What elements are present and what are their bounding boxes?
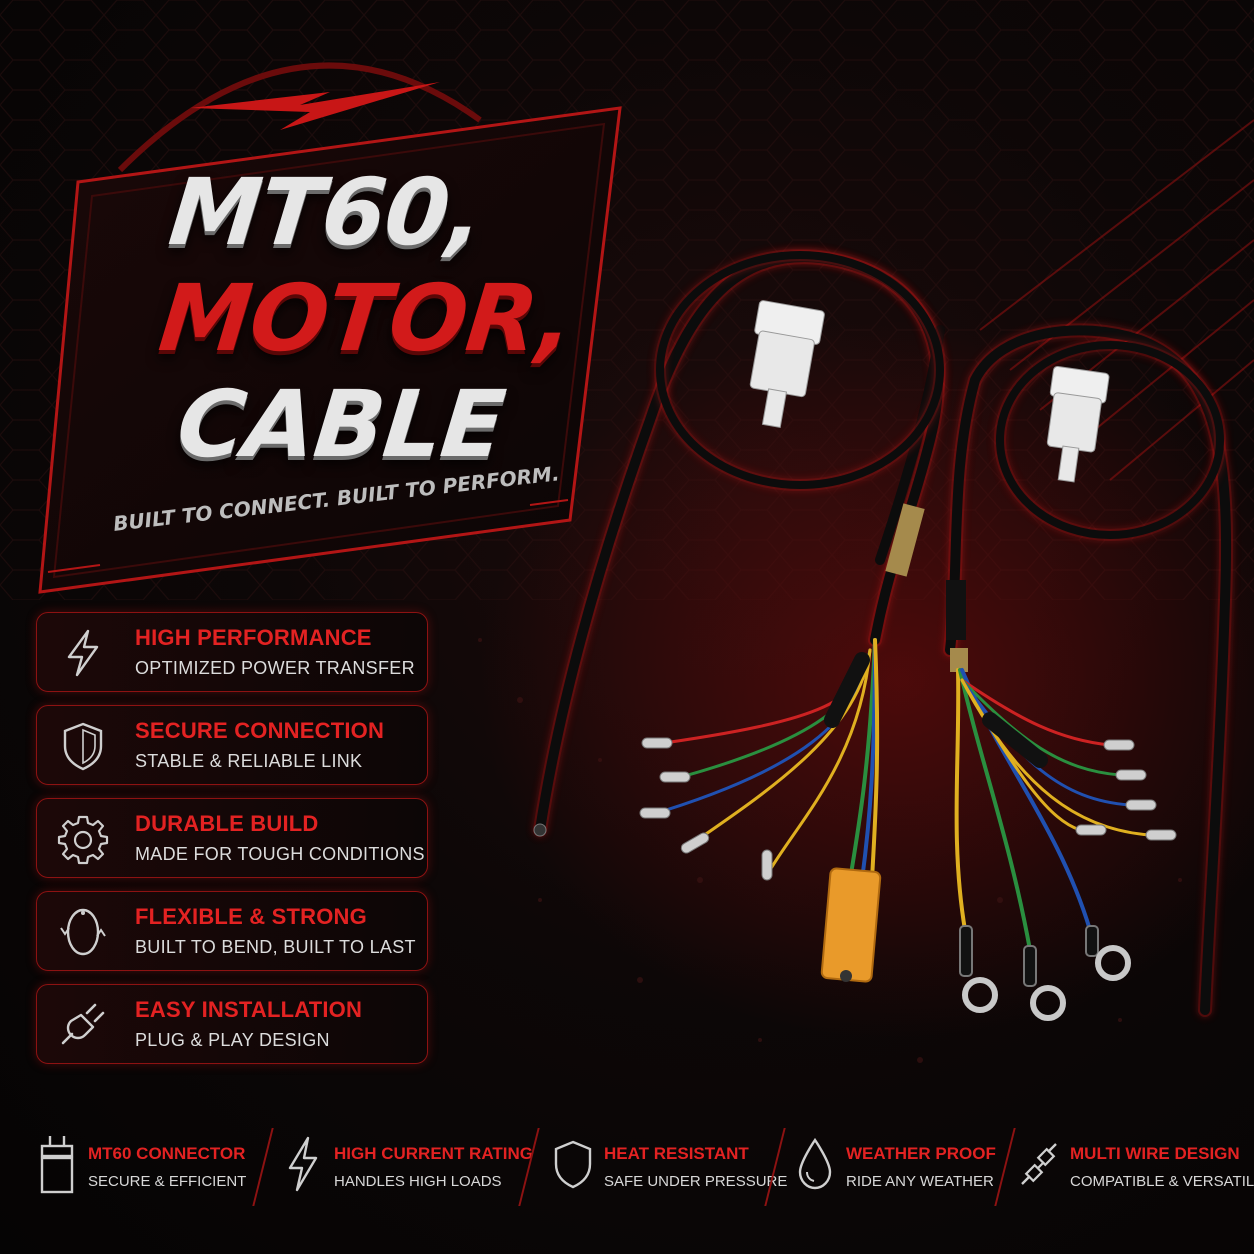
title-line-1: MT60, — [164, 159, 488, 266]
feature-card: DURABLE BUILD MADE FOR TOUGH CONDITIONS — [36, 798, 428, 878]
cable-harness-left — [533, 249, 946, 983]
feature-card: SECURE CONNECTION STABLE & RELIABLE LINK — [36, 705, 428, 785]
gear-icon — [55, 811, 111, 867]
shield-icon — [55, 718, 111, 774]
spec-divider — [994, 1128, 1016, 1206]
tagline-rule-right — [529, 499, 569, 506]
feature-list: HIGH PERFORMANCE OPTIMIZED POWER TRANSFE… — [36, 612, 428, 1077]
plug-icon — [55, 997, 111, 1053]
spec-divider — [252, 1128, 274, 1206]
cable-harness-right — [943, 323, 1234, 1021]
hero-title: MT60, MOTOR, CABLE — [90, 159, 577, 478]
feature-title: DURABLE BUILD — [135, 811, 319, 836]
feature-subtitle: OPTIMIZED POWER TRANSFER — [135, 658, 415, 678]
shield-icon — [552, 1132, 594, 1196]
title-arch — [117, 62, 482, 173]
droplet-icon — [794, 1132, 836, 1196]
spec-bar: MT60 CONNECTOR SECURE & EFFICIENT HIGH C… — [0, 1112, 1254, 1222]
lightning-icon — [282, 1132, 324, 1196]
spec-title: WEATHER PROOF — [846, 1144, 996, 1163]
feature-card: EASY INSTALLATION PLUG & PLAY DESIGN — [36, 984, 428, 1064]
feature-title: SECURE CONNECTION — [135, 718, 385, 743]
spec-title: MULTI WIRE DESIGN — [1070, 1144, 1240, 1163]
title-line-2: MOTOR, — [154, 265, 578, 372]
spec-divider — [518, 1128, 540, 1206]
title-line-3: CABLE — [172, 371, 509, 478]
feature-card: FLEXIBLE & STRONG BUILT TO BEND, BUILT T… — [36, 891, 428, 971]
feature-title: HIGH PERFORMANCE — [135, 625, 372, 650]
tagline-rule-left — [47, 564, 101, 573]
flex-loop-icon — [55, 904, 111, 960]
feature-card: HIGH PERFORMANCE OPTIMIZED POWER TRANSFE… — [36, 612, 428, 692]
spec-title: MT60 CONNECTOR — [88, 1144, 246, 1163]
spec-title: HIGH CURRENT RATING — [334, 1144, 533, 1163]
spec-subtitle: SECURE & EFFICIENT — [88, 1173, 247, 1190]
spec-divider — [764, 1128, 786, 1206]
spec-subtitle: SAFE UNDER PRESSURE — [604, 1173, 788, 1190]
feature-subtitle: MADE FOR TOUGH CONDITIONS — [135, 844, 425, 864]
spec-subtitle: RIDE ANY WEATHER — [846, 1173, 994, 1190]
cable-icon — [1018, 1132, 1060, 1196]
feature-subtitle: BUILT TO BEND, BUILT TO LAST — [135, 937, 416, 957]
spec-subtitle: COMPATIBLE & VERSATILE — [1070, 1173, 1254, 1190]
lightning-icon — [55, 625, 111, 681]
spec-subtitle: HANDLES HIGH LOADS — [334, 1173, 502, 1190]
feature-subtitle: STABLE & RELIABLE LINK — [135, 751, 363, 771]
title-panel-inner — [52, 122, 606, 579]
lightning-logo — [190, 82, 440, 130]
feature-subtitle: PLUG & PLAY DESIGN — [135, 1030, 330, 1050]
feature-title: FLEXIBLE & STRONG — [135, 904, 367, 929]
feature-title: EASY INSTALLATION — [135, 997, 363, 1022]
spec-title: HEAT RESISTANT — [604, 1144, 749, 1163]
connector-icon — [36, 1132, 78, 1196]
title-panel — [38, 106, 622, 594]
